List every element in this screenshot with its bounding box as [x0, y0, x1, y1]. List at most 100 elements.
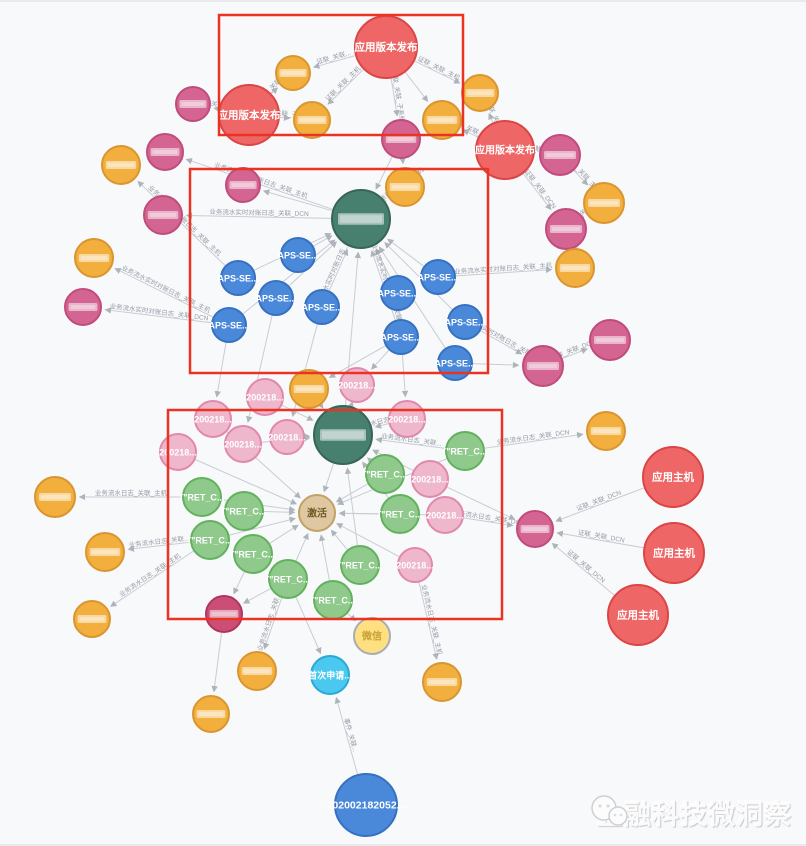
node-circle[interactable]: [447, 304, 483, 340]
node-circle[interactable]: [220, 260, 256, 296]
graph-edge[interactable]: [472, 361, 520, 369]
graph-edge[interactable]: [330, 529, 348, 550]
graph-edge[interactable]: [269, 524, 299, 544]
graph-edge[interactable]: [317, 401, 324, 409]
graph-edge[interactable]: [322, 463, 334, 493]
graph-node-p10: 200218...: [396, 547, 434, 583]
graph-edge[interactable]: [555, 487, 645, 523]
node-circle[interactable]: [334, 773, 398, 837]
graph-edge[interactable]: [312, 55, 356, 69]
node-label: {"RET_C...: [180, 493, 225, 503]
node-circle[interactable]: [182, 477, 222, 517]
graph-edge[interactable]: [214, 342, 227, 398]
graph-edge[interactable]: [335, 483, 368, 503]
graph-edge[interactable]: [114, 268, 214, 318]
graph-edge[interactable]: [390, 78, 400, 117]
node-circle[interactable]: [397, 547, 433, 583]
node-circle[interactable]: [258, 280, 294, 316]
graph-edge[interactable]: [455, 266, 553, 277]
graph-edge[interactable]: [327, 69, 364, 105]
graph-edge[interactable]: [522, 173, 552, 211]
node-circle[interactable]: [411, 460, 449, 498]
node-circle[interactable]: [643, 522, 705, 584]
node-circle[interactable]: [268, 559, 308, 599]
node-circle[interactable]: [298, 494, 336, 532]
graph-edge[interactable]: [328, 248, 349, 291]
node-circle[interactable]: [211, 307, 247, 343]
graph-edge[interactable]: [262, 189, 333, 212]
blurred-label-patch: [338, 213, 384, 225]
graph-edge[interactable]: [551, 542, 615, 596]
graph-edge[interactable]: [418, 582, 439, 660]
graph-edge[interactable]: [243, 588, 271, 604]
node-circle[interactable]: [607, 584, 669, 646]
graph-edge[interactable]: [271, 87, 279, 95]
blurred-label-patch: [241, 667, 273, 675]
node-circle[interactable]: [233, 534, 273, 574]
graph-edge[interactable]: [488, 112, 495, 123]
edge-label: 事件_关联...: [342, 717, 360, 753]
graph-edge[interactable]: [137, 180, 226, 266]
graph-edge[interactable]: [405, 72, 429, 102]
node-circle[interactable]: [280, 237, 316, 273]
graph-edge[interactable]: [562, 347, 588, 359]
graph-edge[interactable]: [375, 436, 446, 449]
graph-edge[interactable]: [233, 571, 245, 595]
node-circle[interactable]: [426, 496, 464, 534]
graph-edge[interactable]: [344, 467, 358, 546]
graph-edge[interactable]: [281, 404, 314, 421]
node-circle[interactable]: [224, 491, 264, 531]
graph-edge[interactable]: [374, 422, 389, 429]
node-circle[interactable]: [383, 319, 419, 355]
graph-edge[interactable]: [375, 248, 391, 278]
node-circle[interactable]: [339, 367, 375, 403]
graph-edge[interactable]: [211, 632, 223, 693]
graph-edge[interactable]: [375, 156, 393, 190]
graph-edge[interactable]: [463, 517, 514, 528]
graph-edge[interactable]: [384, 242, 453, 310]
node-label: {"RET_C...: [188, 536, 233, 546]
node-circle[interactable]: [642, 446, 704, 508]
graph-edge[interactable]: [279, 114, 291, 122]
node-circle[interactable]: [310, 655, 350, 695]
graph-edge[interactable]: [295, 597, 322, 655]
graph-edge[interactable]: [263, 597, 283, 650]
graph-edge[interactable]: [556, 530, 644, 549]
graph-edge[interactable]: [127, 541, 191, 552]
graph-edge[interactable]: [318, 534, 330, 581]
node-circle[interactable]: [437, 345, 473, 381]
graph-edge[interactable]: [242, 239, 336, 315]
graph-edge[interactable]: [370, 349, 390, 370]
node-circle[interactable]: [475, 120, 535, 180]
node-circle[interactable]: [190, 520, 230, 560]
graph-edge[interactable]: [414, 60, 461, 84]
graph-edge[interactable]: [387, 238, 424, 267]
graph-node-b6: APS-SE...: [417, 259, 459, 295]
node-circle[interactable]: [246, 378, 284, 416]
graph-edge[interactable]: [185, 212, 332, 219]
graph-edge[interactable]: [336, 523, 400, 558]
node-circle[interactable]: [340, 545, 380, 585]
graph-node-b2: APS-SE...: [217, 260, 259, 296]
node-circle[interactable]: [365, 454, 405, 494]
node-circle[interactable]: [420, 259, 456, 295]
graph-node-a1: [175, 86, 211, 122]
graph-edge[interactable]: [104, 307, 212, 324]
node-circle[interactable]: [380, 494, 420, 534]
node-circle[interactable]: [445, 431, 485, 471]
graph-edge[interactable]: [195, 459, 298, 505]
graph-edge[interactable]: [366, 457, 374, 465]
graph-edge[interactable]: [334, 696, 358, 775]
graph-edge[interactable]: [295, 532, 309, 561]
graph-edge[interactable]: [229, 516, 296, 536]
graph-edge[interactable]: [263, 508, 296, 516]
node-circle[interactable]: [304, 289, 340, 325]
node-circle[interactable]: [380, 275, 416, 311]
graph-node-o5: [385, 167, 425, 207]
node-circle[interactable]: [269, 419, 305, 455]
node-circle[interactable]: [224, 425, 262, 463]
graph-edge[interactable]: [110, 550, 194, 607]
graph-edge[interactable]: [462, 129, 479, 138]
graph-edge[interactable]: [573, 170, 588, 186]
